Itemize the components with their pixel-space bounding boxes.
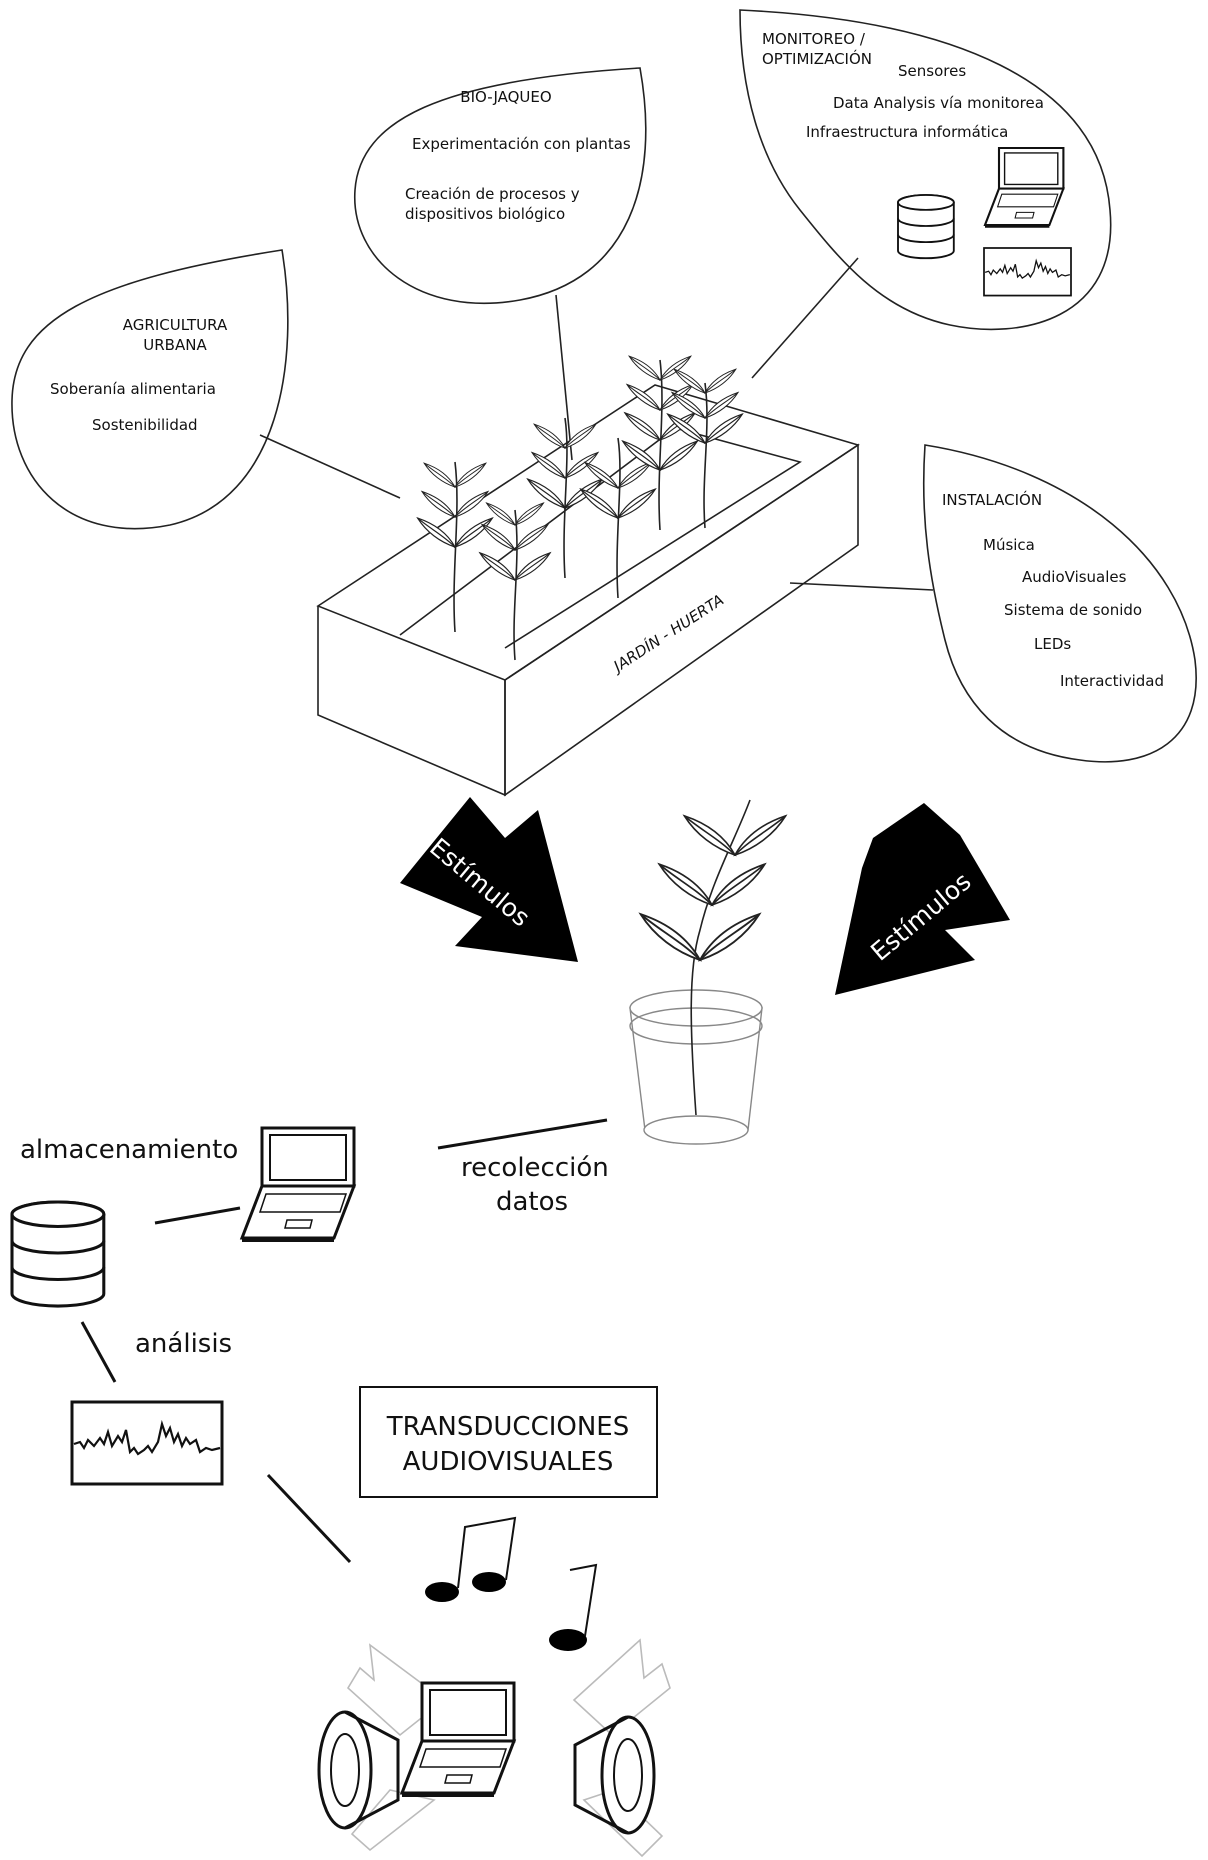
plant-2 — [479, 502, 551, 661]
connector-chart-output — [266, 1473, 352, 1564]
plant-1 — [417, 461, 493, 633]
agricultura-item-soberania: Soberanía alimentaria — [50, 380, 216, 398]
collection-label-line1: recolección — [461, 1153, 609, 1183]
audiovisual-output — [317, 1638, 671, 1858]
waveform-chart-icon-analysis — [70, 1400, 224, 1486]
bubble-monitoreo: MONITOREO / OPTIMIZACIÓN Sensores Data A… — [739, 9, 1112, 331]
plant-6 — [667, 368, 743, 529]
connector-pot-laptop — [437, 1118, 608, 1150]
database-icon-storage — [10, 1200, 106, 1308]
planter-plants — [417, 355, 743, 661]
plant-4 — [580, 437, 656, 599]
plant-5 — [622, 355, 698, 531]
monitoreo-title-line2: OPTIMIZACIÓN — [762, 49, 872, 68]
music-notes-icon — [425, 1516, 598, 1651]
bubble-instalacion: INSTALACIÓN Música AudioVisuales Sistema… — [922, 444, 1197, 763]
leaf-shape-instalacion — [922, 444, 1197, 763]
instalacion-item-musica: Música — [983, 536, 1035, 554]
connector-db-chart — [80, 1321, 117, 1383]
speaker-icon-right — [573, 1715, 656, 1835]
biojaqueo-item-experimentacion: Experimentación con plantas — [412, 135, 631, 153]
analysis-label: análisis — [135, 1329, 232, 1359]
stimulus-arrow-right: Estímulos — [835, 803, 1010, 995]
stimulus-arrow-left: Estímulos — [400, 797, 578, 962]
biojaqueo-title: BIO-JAQUEO — [460, 88, 551, 106]
leaf-shape-biojaqueo — [354, 67, 647, 305]
data-flow: recolección datos almacenamiento análisi… — [10, 1118, 658, 1564]
transduction-box — [359, 1386, 658, 1498]
agricultura-item-sostenibilidad: Sostenibilidad — [92, 416, 198, 434]
planter-label: JARDÍN - HUERTA — [607, 590, 727, 677]
connector-instalacion — [789, 582, 934, 591]
laptop-icon-collection — [240, 1126, 356, 1244]
speaker-icon-left — [317, 1710, 400, 1830]
bubble-agricultura-urbana: AGRICULTURA URBANA Soberanía alimentaria… — [11, 249, 289, 530]
database-icon — [897, 194, 955, 260]
biojaqueo-item-creacion-line2: dispositivos biológico — [405, 205, 565, 223]
storage-label: almacenamiento — [20, 1135, 238, 1165]
output-arrow-top-left — [346, 1643, 446, 1737]
waveform-chart-icon — [983, 247, 1072, 297]
collection-label-line2: datos — [496, 1187, 568, 1217]
instalacion-item-interactividad: Interactividad — [1060, 672, 1164, 690]
instalacion-item-audiovisuales: AudioVisuales — [1022, 568, 1127, 586]
connector-monitoreo — [751, 257, 859, 379]
transduction-label-line2: AUDIOVISUALES — [403, 1447, 614, 1477]
bubble-connectors — [259, 257, 934, 591]
bubble-biojaqueo: BIO-JAQUEO Experimentación con plantas C… — [354, 67, 647, 305]
transduction-label-line1: TRANSDUCCIONES — [386, 1412, 630, 1442]
instalacion-item-leds: LEDs — [1034, 635, 1071, 653]
planter-box: JARDÍN - HUERTA — [316, 384, 860, 797]
monitoreo-item-data-analysis: Data Analysis vía monitorea — [833, 94, 1044, 112]
monitoreo-item-infraestructura: Infraestructura informática — [806, 123, 1008, 141]
leaf-shape-agricultura — [11, 249, 289, 530]
connector-agricultura — [259, 434, 401, 499]
monitoreo-item-sensores: Sensores — [898, 62, 966, 80]
monitoreo-title-line1: MONITOREO / — [762, 30, 866, 48]
instalacion-item-sistema-sonido: Sistema de sonido — [1004, 601, 1142, 619]
connector-laptop-db — [154, 1206, 241, 1225]
flower-pot-icon — [629, 799, 787, 1145]
agricultura-title-line1: AGRICULTURA — [123, 316, 228, 334]
biojaqueo-item-creacion-line1: Creación de procesos y — [405, 185, 580, 203]
agricultura-title-line2: URBANA — [143, 336, 207, 354]
connector-biojaqueo — [555, 294, 573, 461]
instalacion-title: INSTALACIÓN — [942, 490, 1042, 509]
plant-3 — [527, 417, 603, 579]
